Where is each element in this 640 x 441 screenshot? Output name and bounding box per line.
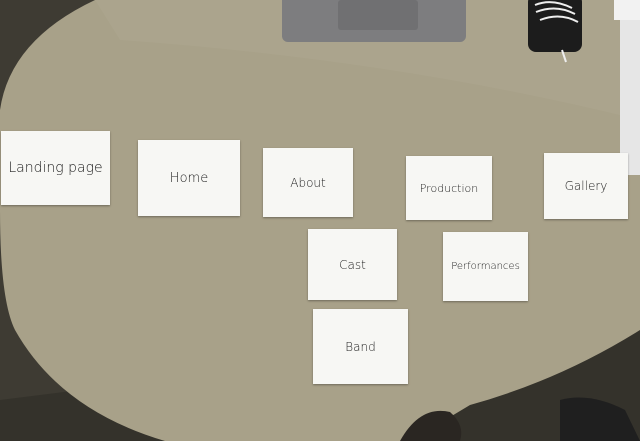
card-performances-label: Performances	[451, 261, 520, 272]
card-gallery: Gallery	[544, 153, 628, 219]
card-production: Production	[406, 156, 492, 220]
card-cast-label: Cast	[339, 257, 366, 272]
bag	[560, 397, 640, 441]
card-band-label: Band	[345, 339, 376, 354]
card-landing-page-label: Landing page	[8, 160, 103, 176]
card-about: About	[263, 148, 353, 217]
card-cast: Cast	[308, 229, 397, 300]
paper-edge-right	[620, 15, 640, 175]
card-home-label: Home	[169, 170, 209, 186]
card-home: Home	[138, 140, 240, 216]
card-production-label: Production	[419, 181, 479, 195]
charging-cable	[534, 1, 579, 23]
laptop-trackpad	[338, 0, 418, 30]
table-highlight	[95, 0, 640, 120]
cable-end	[561, 49, 567, 63]
card-performances: Performances	[443, 232, 528, 301]
phone	[528, 0, 582, 52]
card-landing-page: Landing page	[1, 131, 110, 205]
person-legs	[400, 410, 462, 441]
card-band: Band	[313, 309, 408, 384]
card-about-label: About	[290, 175, 326, 190]
card-gallery-label: Gallery	[564, 179, 608, 193]
paper-corner	[614, 0, 640, 20]
